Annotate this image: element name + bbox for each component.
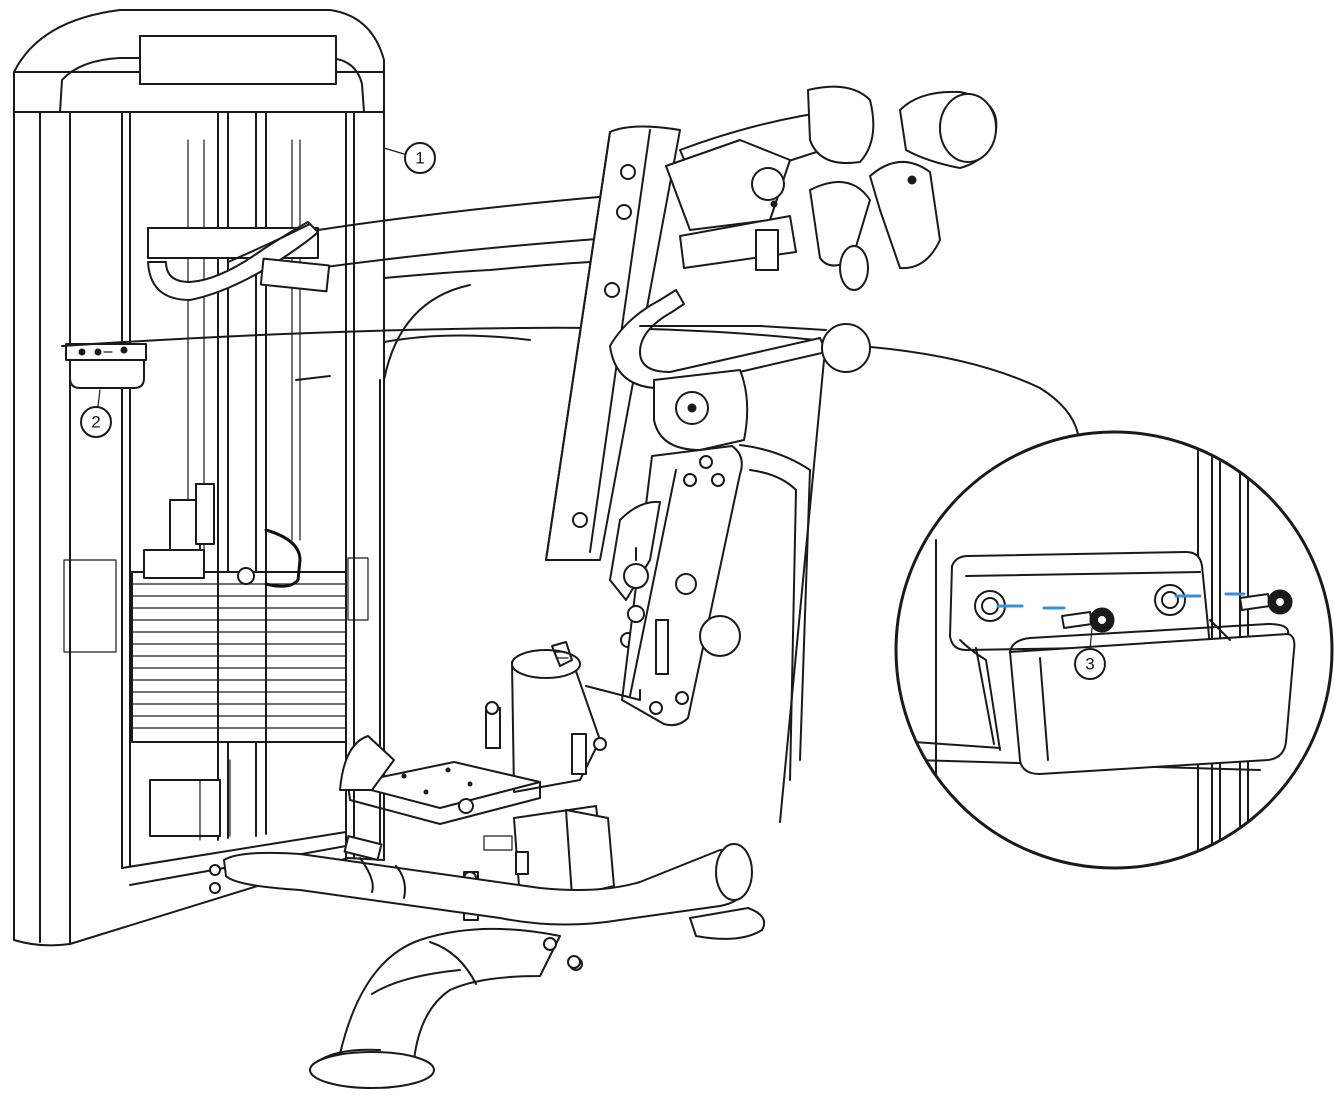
screw-left: [1061, 607, 1115, 633]
seat-column: [511, 85, 998, 793]
svg-text:3: 3: [1085, 655, 1094, 674]
rear-frame: [295, 195, 825, 846]
left-handle: [147, 221, 331, 301]
svg-text:2: 2: [91, 413, 100, 432]
base-frame: [223, 843, 766, 1089]
detail-magnifier: [894, 430, 1334, 870]
weight-stack-tower: [13, 9, 385, 947]
callout-1: 1: [383, 142, 436, 174]
weight-plates: [131, 483, 347, 743]
callout-3: 3: [1074, 648, 1106, 680]
seat-adjustment: [463, 701, 615, 971]
callout-2: 2: [80, 389, 112, 438]
storage-tray: [65, 343, 147, 389]
svg-text:1: 1: [415, 149, 424, 168]
seat: [339, 735, 541, 861]
screw-right: [1239, 589, 1293, 615]
shoulder-pads: [665, 85, 998, 291]
